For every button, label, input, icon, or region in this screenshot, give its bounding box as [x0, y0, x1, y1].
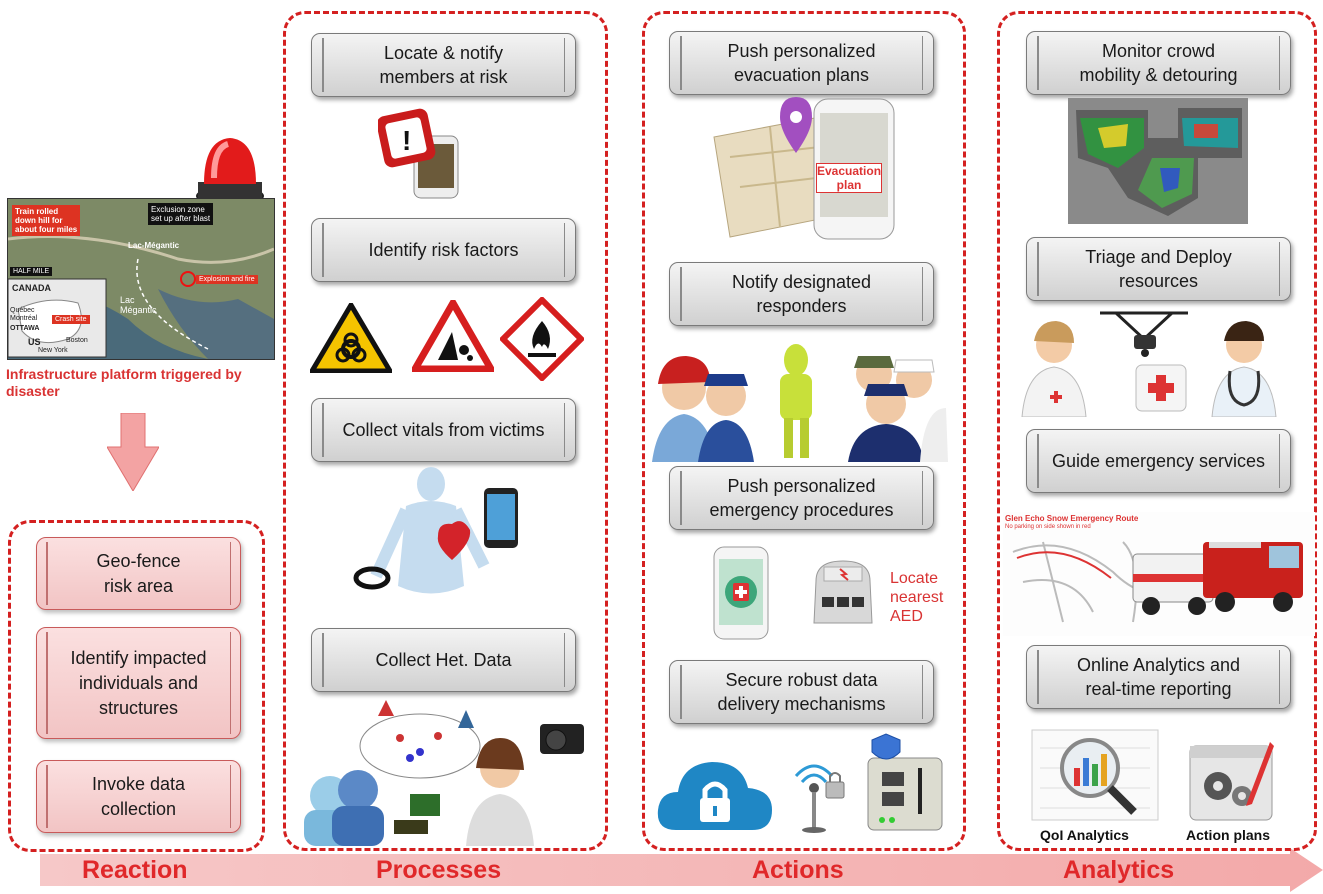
- stage-label-processes: Processes: [376, 856, 502, 884]
- secure-router-icon: [867, 733, 943, 831]
- analytics-step-label: Triage and Deploy resources: [1085, 247, 1232, 291]
- action-step-label: Secure robust data delivery mechanisms: [717, 670, 886, 714]
- analytics-step-label: Monitor crowd mobility & detouring: [1079, 41, 1238, 85]
- route-map-subtitle: No parking on side shown in red: [1005, 524, 1091, 530]
- reaction-step-identify: Identify impacted individuals and struct…: [36, 627, 241, 739]
- reaction-step-geofence: Geo-fence risk area: [36, 537, 241, 610]
- emergency-route-map: Glen Echo Snow Emergency Route No parkin…: [1003, 512, 1315, 636]
- triage-resources-icon: [1021, 311, 1277, 417]
- crowd-heatmap-image: [1068, 98, 1248, 224]
- heterogeneous-data-icon: [304, 700, 584, 846]
- qoi-analytics-icon: [1031, 729, 1159, 821]
- falling-rocks-sign-icon: [412, 300, 494, 372]
- trigger-caption: Infrastructure platform triggered by dis…: [6, 366, 242, 399]
- evacuation-plan-label: Evacuation plan: [816, 163, 882, 193]
- process-step-label: Collect Het. Data: [375, 650, 512, 670]
- svg-text:!: !: [402, 125, 411, 156]
- actions-container: [642, 11, 966, 851]
- alert-phone-icon: !: [378, 108, 459, 199]
- reaction-step-invoke: Invoke data collection: [36, 760, 241, 833]
- map-inset-ottawa: OTTAWA: [10, 325, 40, 332]
- action-step-label: Push personalized evacuation plans: [727, 41, 876, 85]
- map-inset-quebec: Québec: [10, 307, 35, 314]
- analytics-step-online: Online Analytics and real-time reporting: [1026, 645, 1291, 709]
- emergency-responders-icon: [652, 344, 948, 462]
- map-inset-us: US: [28, 337, 41, 347]
- disaster-map: Train rolled down hill for about four mi…: [7, 198, 275, 360]
- process-step-label: Identify risk factors: [368, 240, 519, 260]
- route-map-title: Glen Echo Snow Emergency Route: [1005, 514, 1139, 523]
- progression-arrow: [40, 848, 1323, 892]
- action-step-label: Notify designated responders: [731, 272, 872, 316]
- map-town-label: Lac-Mégantic: [128, 241, 180, 250]
- reaction-step-label: Invoke data collection: [91, 773, 186, 819]
- process-step-het-data: Collect Het. Data: [311, 628, 576, 692]
- action-step-label: Push personalized emergency procedures: [709, 476, 894, 520]
- process-step-label: Collect vitals from victims: [342, 420, 545, 440]
- action-step-responders: Notify designated responders: [669, 262, 934, 326]
- map-callout-train: Train rolled down hill for about four mi…: [12, 205, 81, 236]
- reaction-container: [8, 520, 265, 852]
- map-half-mile: HALF MILE: [10, 267, 53, 276]
- map-inset-canada: CANADA: [12, 283, 51, 293]
- action-step-secure: Secure robust data delivery mechanisms: [669, 660, 934, 724]
- aed-label: Locate nearest AED: [890, 570, 944, 625]
- map-inset-newyork: New York: [38, 347, 68, 354]
- qoi-analytics-label: QoI Analytics: [1040, 827, 1129, 843]
- map-inset-montreal: Montréal: [10, 315, 38, 322]
- analytics-step-label: Online Analytics and real-time reporting: [1076, 655, 1241, 699]
- map-inset-boston: Boston: [66, 337, 88, 344]
- action-step-evacuation: Push personalized evacuation plans: [669, 31, 934, 95]
- analytics-step-triage: Triage and Deploy resources: [1026, 237, 1291, 301]
- reaction-step-label: Geo-fence risk area: [96, 550, 181, 596]
- flammable-sign-icon: [500, 297, 584, 381]
- process-step-vitals: Collect vitals from victims: [311, 398, 576, 462]
- map-callout-explosion: Explosion and fire: [196, 275, 258, 284]
- biohazard-sign-icon: [310, 303, 392, 373]
- process-step-risk: Identify risk factors: [311, 218, 576, 282]
- wireless-lock-icon: [794, 764, 845, 833]
- body-vitals-icon: [353, 467, 518, 594]
- action-step-procedures: Push personalized emergency procedures: [669, 466, 934, 530]
- map-lake-label: Lac Mégantic: [120, 295, 157, 315]
- map-callout-exclusion: Exclusion zone set up after blast: [148, 203, 214, 225]
- reaction-step-label: Identify impacted individuals and struct…: [70, 647, 207, 718]
- cloud-lock-icon: [657, 762, 772, 830]
- process-step-label: Locate & notify members at risk: [379, 43, 508, 87]
- processes-container: [283, 11, 608, 851]
- action-plans-label: Action plans: [1186, 827, 1271, 843]
- analytics-step-guide: Guide emergency services: [1026, 429, 1291, 493]
- action-plans-icon: [1189, 742, 1274, 821]
- analytics-container: [997, 11, 1317, 851]
- stage-label-reaction: Reaction: [82, 856, 188, 884]
- medical-phone-icon: [713, 546, 769, 640]
- stage-label-actions: Actions: [752, 856, 844, 884]
- down-arrow-icon: [107, 413, 159, 491]
- analytics-step-label: Guide emergency services: [1051, 451, 1266, 471]
- aed-device-icon: [813, 560, 873, 624]
- stage-label-analytics: Analytics: [1063, 856, 1175, 884]
- process-step-locate: Locate & notify members at risk: [311, 33, 576, 97]
- analytics-step-monitor: Monitor crowd mobility & detouring: [1026, 31, 1291, 95]
- map-inset-crash: Crash site: [52, 315, 90, 324]
